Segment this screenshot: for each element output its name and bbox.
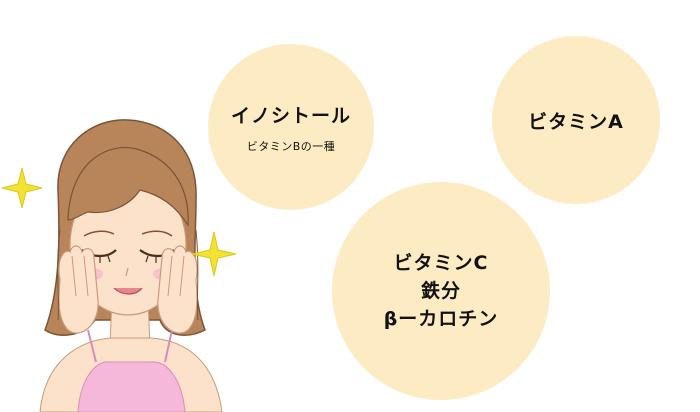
vitamin-c-iron-carotene-bubble: ビタミンC 鉄分 βーカロチン — [332, 182, 550, 400]
iron-label: 鉄分 — [420, 280, 461, 302]
inositol-subtitle: ビタミンBの一種 — [246, 139, 336, 153]
vitamin-a-bubble: ビタミンA — [492, 36, 660, 204]
inositol-title: イノシトール — [230, 104, 351, 127]
sparkle-icon — [191, 231, 237, 277]
vitamin-c-label: ビタミンC — [393, 252, 489, 274]
sparkle-icon — [1, 167, 43, 209]
beta-carotene-label: βーカロチン — [383, 308, 499, 330]
inositol-bubble: イノシトール ビタミンBの一種 — [208, 44, 374, 210]
vitamin-a-title: ビタミンA — [528, 110, 624, 133]
